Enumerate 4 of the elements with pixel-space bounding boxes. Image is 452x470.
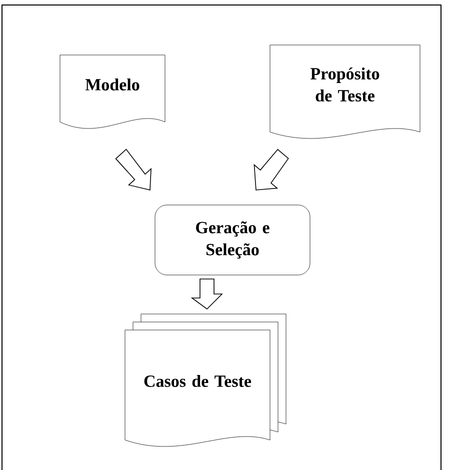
block-arrow (190, 278, 223, 310)
process-box: Geração e Seleção (154, 204, 310, 276)
block-arrow (115, 148, 152, 190)
document-stack: Casos de Teste (124, 314, 286, 447)
